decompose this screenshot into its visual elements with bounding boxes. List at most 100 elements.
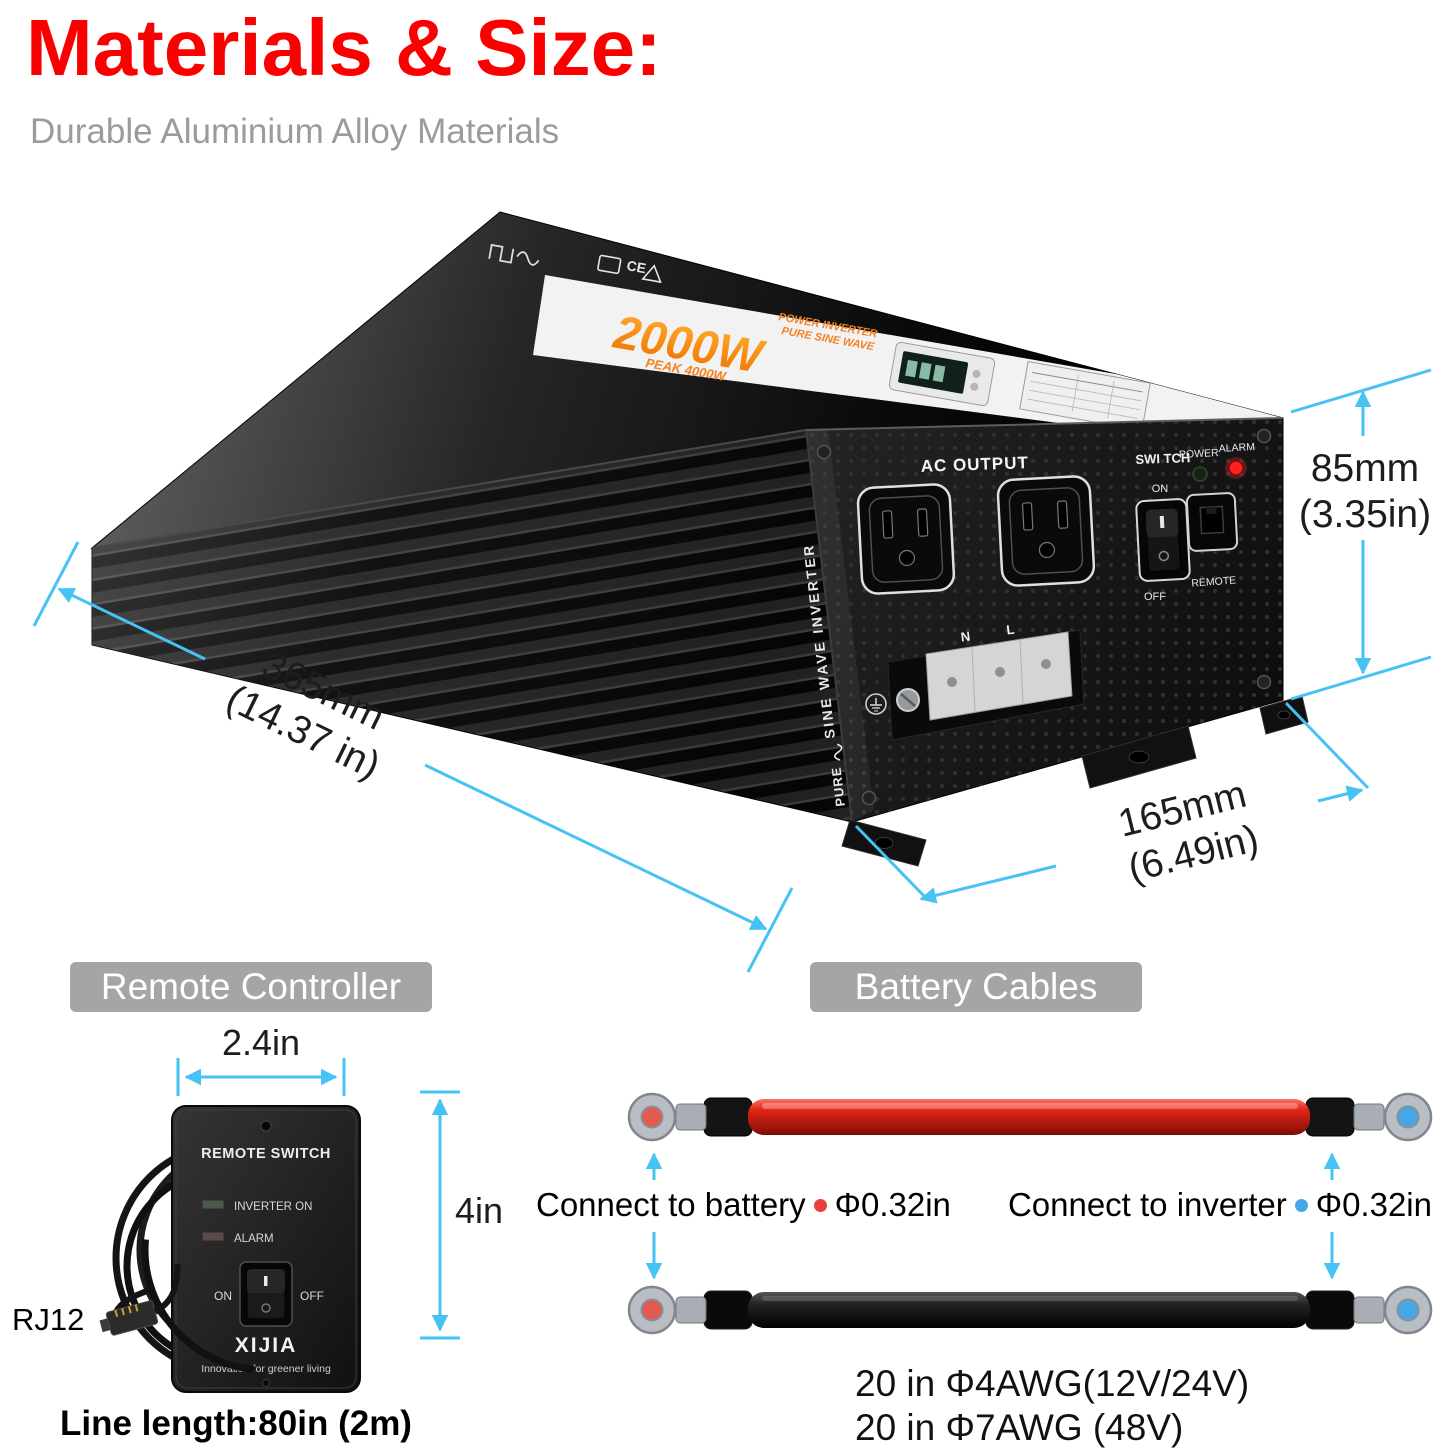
inverter-on-label: INVERTER ON — [234, 1201, 312, 1213]
terminal-l-label: L — [1006, 622, 1016, 638]
crimp-right — [1353, 1103, 1385, 1131]
remote-port-label: REMOTE — [1191, 574, 1237, 589]
remote-on-label: ON — [214, 1289, 232, 1303]
black-cable-band-left — [703, 1290, 753, 1330]
power-led-label: POWER — [1179, 447, 1220, 461]
edge-corner — [805, 429, 853, 823]
remote-height-dimension: 4in — [455, 1190, 504, 1231]
red-cable-band-right — [1305, 1097, 1355, 1137]
cables-section-title: Battery Cables — [854, 966, 1098, 1007]
depth-ext-left — [854, 824, 928, 900]
remote-port — [1185, 492, 1239, 552]
ring-hole-blue-marker — [1396, 1298, 1420, 1322]
device-brand: XIJIA — [235, 1334, 298, 1357]
depth-arrow-right — [1317, 785, 1364, 803]
ac-outlet-right — [996, 475, 1096, 587]
ce-mark: CE — [625, 257, 647, 276]
cable-front-loop — [141, 1239, 255, 1373]
lcd-display — [888, 341, 996, 407]
ground-symbol-icon — [865, 693, 887, 715]
line-length-text: Line length:80in (2m) — [60, 1404, 412, 1443]
switch-on-label: ON — [1152, 483, 1169, 495]
power-rocker-switch — [1135, 498, 1191, 582]
crimp-left — [675, 1296, 707, 1324]
red-cable-band-left — [703, 1097, 753, 1137]
sine-wave-icon — [834, 743, 843, 761]
terminal-n-label: N — [960, 629, 971, 645]
black-cable-band-right — [1305, 1290, 1355, 1330]
height-in-text: (3.35in) — [1298, 493, 1432, 536]
red-battery-cable — [627, 1092, 1433, 1142]
panel-screws — [816, 428, 1272, 806]
alarm-indicator-label: ALARM — [234, 1233, 274, 1245]
power-led — [1192, 466, 1208, 482]
blue-dot-icon — [1294, 1198, 1308, 1212]
black-cable-body — [748, 1292, 1310, 1328]
remote-width-dimension: 2.4in — [221, 1022, 301, 1063]
waveform-logo-icon — [488, 243, 540, 266]
red-dot-icon — [813, 1198, 827, 1212]
heatsink-sheen — [92, 430, 852, 822]
inverter-cable-label-row: Connect to inverter Φ0.32in — [1008, 1186, 1432, 1224]
length-ext-left — [32, 541, 80, 627]
ring-hole-blue-marker — [1396, 1105, 1420, 1129]
page-subtitle: Durable Aluminium Alloy Materials — [30, 112, 560, 151]
connect-battery-text: Connect to battery — [536, 1186, 806, 1223]
switch-off-label: OFF — [1144, 591, 1166, 603]
remote-switch-device: REMOTE SWITCH INVERTER ON ALARM ON OFF X… — [171, 1105, 361, 1393]
rj12-connector — [99, 1264, 181, 1336]
ac-output-label: AC OUTPUT — [920, 453, 1029, 476]
battery-diameter-text: Φ0.32in — [834, 1186, 951, 1223]
height-mm-text: 85mm — [1310, 447, 1420, 490]
edge-top — [805, 417, 1284, 431]
inverter-on-led — [201, 1199, 225, 1210]
remote-section-title: Remote Controller — [100, 966, 402, 1007]
device-screw-top — [260, 1120, 272, 1132]
length-ext-right — [746, 887, 794, 973]
alarm-led-label: ALARM — [1218, 441, 1255, 455]
mounting-feet — [841, 695, 1309, 867]
battery-cable-label-row: Connect to battery Φ0.32in — [536, 1186, 951, 1224]
black-cable-highlight — [762, 1296, 1298, 1301]
side-pure-label: PURE — [829, 766, 848, 808]
depth-arrow-left — [919, 864, 1057, 904]
connect-inverter-text: Connect to inverter — [1007, 1186, 1287, 1223]
length-arrow-left — [57, 587, 206, 661]
dimension-lines — [32, 368, 1432, 973]
panel-left-margin — [806, 428, 874, 822]
alarm-led-indicator — [201, 1231, 225, 1242]
inverter-illustration: 2000W POWER INVERTER PURE SINE WAVE PEAK… — [90, 211, 1309, 867]
remote-off-label: OFF — [300, 1289, 324, 1303]
certification-icons — [597, 254, 662, 284]
remote-rocker-switch — [239, 1261, 293, 1327]
black-battery-cable — [627, 1285, 1433, 1335]
page-title: Materials & Size: — [26, 3, 662, 92]
remote-section-header: Remote Controller — [70, 962, 432, 1012]
length-arrow-right — [424, 763, 768, 931]
red-cable-body — [748, 1099, 1310, 1135]
cable-specs: 20 in Φ4AWG(12V/24V) 20 in Φ7AWG (48V) — [855, 1362, 1249, 1450]
switch-label: SWI TCH — [1135, 450, 1190, 467]
rj12-label: RJ12 — [12, 1302, 85, 1337]
spec-label — [1019, 361, 1151, 431]
height-dimension: 85mm (3.35in) — [1295, 446, 1435, 538]
crimp-left — [675, 1103, 707, 1131]
red-cable-highlight — [762, 1103, 1298, 1109]
device-hole-bottom — [262, 1379, 270, 1387]
ring-hole-red-marker — [640, 1105, 664, 1129]
inverter-diameter-text: Φ0.32in — [1315, 1186, 1432, 1223]
crimp-right — [1353, 1296, 1385, 1324]
terminal-block — [865, 629, 1085, 741]
cable-spec-line1: 20 in Φ4AWG(12V/24V) — [855, 1363, 1250, 1404]
cable-spec-line2: 20 in Φ7AWG (48V) — [855, 1407, 1184, 1448]
ac-outlet-left — [856, 483, 956, 595]
cable-dimension-arrows — [645, 1152, 1341, 1280]
height-ext-top — [1290, 368, 1432, 414]
ring-hole-red-marker — [640, 1298, 664, 1322]
device-title: REMOTE SWITCH — [201, 1146, 331, 1162]
alarm-led — [1228, 460, 1244, 476]
height-ext-bottom — [1290, 655, 1432, 701]
cables-section-header: Battery Cables — [810, 962, 1142, 1012]
